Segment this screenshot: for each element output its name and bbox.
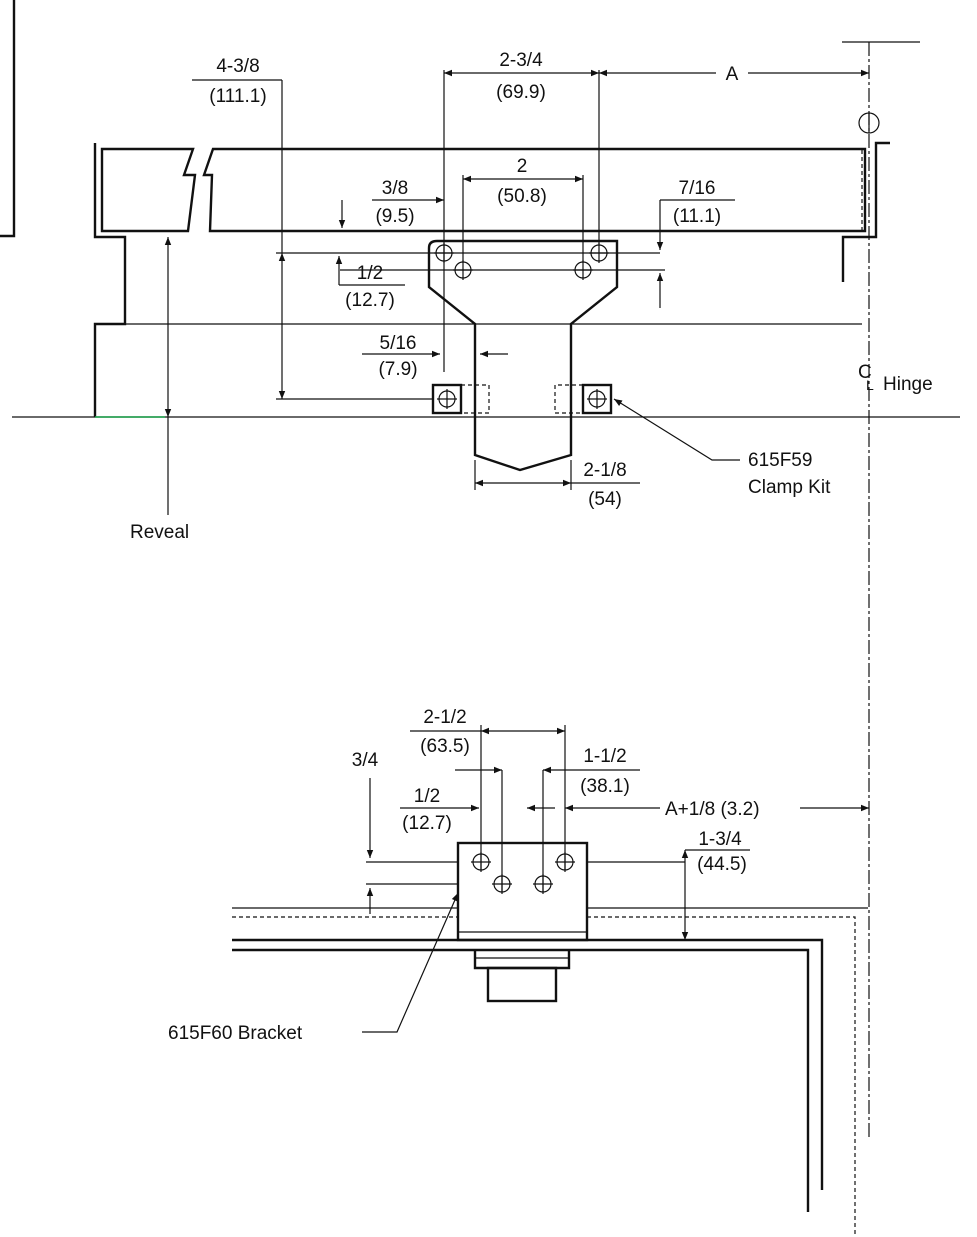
- dim-2-1-2-mm: (63.5): [420, 736, 470, 757]
- lower-view: 2-1/2 (63.5) 1-1/2 (38.1) 3/4 1/2 (12.7)…: [168, 707, 869, 1237]
- upper-view: 4-3/8 (111.1) 2-3/4 (69.9) A 2 (50.8) 3/…: [0, 0, 960, 1140]
- dim-5-16: 5/16: [380, 333, 417, 354]
- centerline-symbol: C: [858, 362, 872, 383]
- bracket-hub: [473, 950, 571, 970]
- door-edge-inner: [232, 948, 810, 1212]
- door-panels: [100, 147, 867, 233]
- dim-4-3-8-mm: (111.1): [209, 86, 266, 107]
- dim-1-2-lower-mm: (12.7): [402, 813, 452, 834]
- hinge-label: Hinge: [883, 374, 933, 395]
- dim-2-1-8-mm: (54): [588, 489, 622, 510]
- clamp-left: [431, 383, 490, 415]
- dim-2-1-8: 2-1/8: [583, 460, 626, 481]
- dim-1-2-lower: 1/2: [414, 786, 440, 807]
- dim-2-3-4-mm: (69.9): [496, 82, 546, 103]
- dim-3-4: 3/4: [352, 750, 379, 771]
- dim-A: A: [726, 64, 739, 85]
- left-wall-fragment: [0, 0, 16, 238]
- jamb-left: [93, 143, 127, 417]
- reveal-label: Reveal: [130, 522, 189, 543]
- dim-1-2-mm: (12.7): [345, 290, 395, 311]
- bracket-holes: [471, 852, 575, 894]
- clamp-kit-part-label: 615F59: [748, 450, 812, 471]
- dim-1-1-2: 1-1/2: [583, 746, 626, 767]
- dim-7-16: 7/16: [679, 178, 716, 199]
- dim-2-mm: (50.8): [497, 186, 547, 207]
- dim-1-3-4-mm: (44.5): [697, 854, 747, 875]
- jamb-right: [841, 141, 890, 282]
- bracket-label: 615F60 Bracket: [168, 1023, 303, 1044]
- dim-1-2: 1/2: [357, 263, 383, 284]
- dim-7-16-mm: (11.1): [673, 206, 721, 227]
- dim-2-3-4: 2-3/4: [499, 50, 543, 71]
- door-edge-outer: [232, 938, 824, 1190]
- centerline-subscript: L: [866, 377, 874, 393]
- door-panel-right: [202, 147, 867, 233]
- door-panel-left: [100, 147, 197, 233]
- dim-3-8-mm: (9.5): [375, 206, 414, 227]
- dim-4-3-8: 4-3/8: [216, 56, 259, 77]
- dim-3-8: 3/8: [382, 178, 408, 199]
- clamp-right: [554, 383, 613, 415]
- dim-1-1-2-mm: (38.1): [580, 776, 630, 797]
- dim-1-3-4: 1-3/4: [698, 829, 742, 850]
- dim-A-plus: A+1/8 (3.2): [665, 799, 760, 820]
- bracket-spindle: [486, 966, 558, 1003]
- bracket-body: [456, 841, 589, 942]
- dim-2: 2: [517, 156, 528, 177]
- clamp-kit-name-label: Clamp Kit: [748, 477, 831, 498]
- hinge-body: [427, 239, 619, 472]
- dim-2-1-2: 2-1/2: [423, 707, 466, 728]
- dim-5-16-mm: (7.9): [378, 359, 417, 380]
